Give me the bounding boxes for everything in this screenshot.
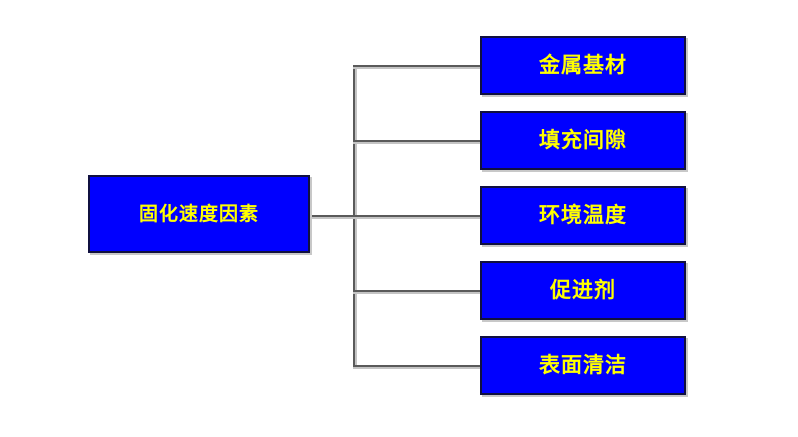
connector-branch-3	[353, 290, 481, 292]
branch-node-metal-substrate[interactable]: 金属基材	[480, 36, 686, 95]
branch-node-surface-cleanliness[interactable]: 表面清洁	[480, 336, 686, 395]
branch-node-fill-gap[interactable]: 填充间隙	[480, 111, 686, 170]
branch-node-label-3: 促进剂	[550, 278, 616, 302]
connector-branch-1	[353, 140, 481, 142]
branch-node-ambient-temperature[interactable]: 环境温度	[480, 186, 686, 245]
branch-node-label-4: 表面清洁	[539, 353, 627, 377]
branch-node-accelerator[interactable]: 促进剂	[480, 261, 686, 320]
branch-node-label-0: 金属基材	[539, 53, 627, 77]
connector-root-to-spine	[310, 215, 355, 217]
branch-node-label-2: 环境温度	[539, 203, 627, 227]
branch-node-label-1: 填充间隙	[539, 128, 627, 152]
root-node-label: 固化速度因素	[138, 202, 259, 225]
root-node[interactable]: 固化速度因素	[88, 175, 310, 253]
connector-branch-2	[353, 215, 481, 217]
connector-branch-4	[353, 365, 481, 367]
connector-branch-0	[353, 65, 481, 67]
